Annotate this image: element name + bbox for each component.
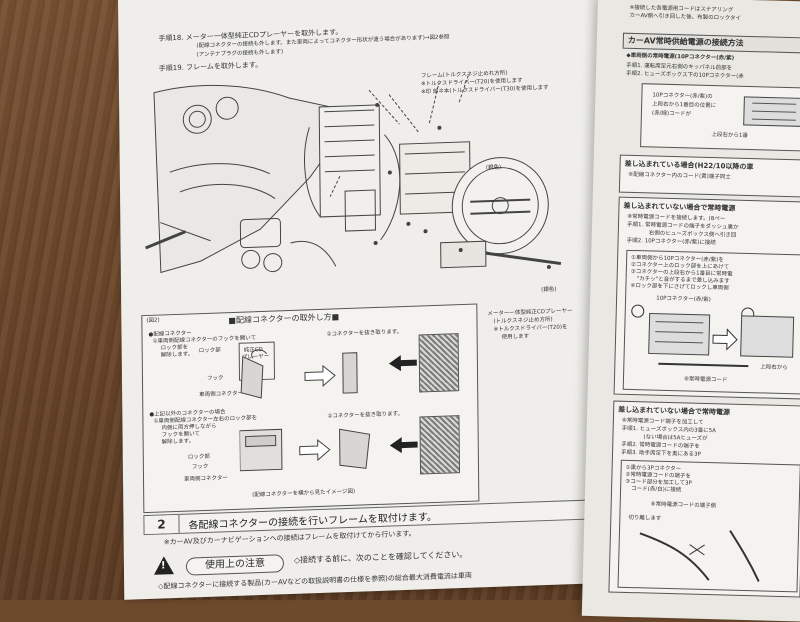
- lock-label-2: ロック部: [187, 453, 210, 461]
- connector-illustration-2: [239, 428, 371, 472]
- rp-cord-end-label: ⑧常時電源コードの端子側: [650, 501, 717, 510]
- step18-line3: (アンテナプラグの接続も外します): [196, 49, 284, 59]
- hook-label: フック: [206, 375, 224, 382]
- rp-steps-5: ④ロック部を下にさげてロックし車両側: [630, 282, 729, 292]
- caution-bar: 使用上の注意 ◇接続する前に、次のことを確認してください。: [144, 541, 592, 579]
- rp-steps-box: ①車両側から10Pコネクター(赤/紫)を ②コネクター上のロック部を上にあけて …: [622, 249, 800, 395]
- rp-not-inserted2-title: 差し込まれていない場合で常時電源: [618, 405, 731, 417]
- pull-label-1: ②コネクターを抜き取ります。: [326, 329, 403, 338]
- rp-title: カーAV常時供給電源の接続方法: [627, 35, 744, 48]
- rp-inset-box: 10Pコネクター(赤/紫)の 上段右から1番目の位置に (赤/緑)コードが 上段…: [640, 83, 800, 152]
- hook-label-2: フック: [191, 463, 209, 471]
- rp-cut-label: 切り離します: [628, 514, 662, 522]
- rp-inset-line-4: 上段右から1番: [711, 132, 748, 139]
- manual-left-page: 手順18. メーター一体型純正CDプレーヤーを取外します。 (配線コネクターの接…: [118, 0, 617, 600]
- rp-not-inserted-title: 差し込まれていない場合で常時電源: [623, 201, 736, 213]
- exploded-dashboard-illustration: [145, 73, 562, 274]
- figure-2-box: (図2) ■配線コネクターの取外し方■ ●配線コネクター ①車両側配線コネクター…: [141, 303, 480, 514]
- caution-text: ◇接続する前に、次のことを確認してください。: [293, 549, 468, 565]
- rp-top-right-label: 上段右から: [760, 364, 788, 372]
- rp-inserted-text: ⑥配線コネクター内のコード(黄)端子同士: [628, 171, 731, 181]
- rp-inserted-box: 差し込まれている場合(H22/10以降の車 ⑥配線コネクター内のコード(黄)端子…: [618, 154, 800, 198]
- rp-sub-1: ◆車両側の常時電源(10Pコネクター(赤/紫): [626, 52, 735, 62]
- figure-2-label: (図2): [146, 317, 160, 325]
- vehicle-connector-label-2: 車両側コネクター: [184, 475, 228, 483]
- silver-label-top: (銀色): [485, 164, 502, 172]
- rp-title-bar: カーAV常時供給電源の接続方法: [622, 32, 800, 54]
- lock-label: ロック部: [198, 347, 221, 355]
- rp-not-inserted2-box: 差し込まれていない場合で常時電源 ⑧常時電源コード端子を加工して 手順1. ヒュ…: [608, 400, 800, 598]
- connector-text-2d: 解除します。: [161, 438, 195, 446]
- section-number: 2: [144, 514, 180, 535]
- meter-callout-3: ※トルクスドライバー(T20)を: [493, 324, 568, 333]
- connector-steps-illustration: [631, 304, 795, 368]
- rp-inset-line-3: (赤/緑)コードが: [651, 110, 692, 118]
- rp-n2-steps-box: ①黒から3Pコネクター ②常時電源コードの端子を ③コード部分を加工して3P コ…: [617, 459, 800, 593]
- rp-inset-line-1: 10Pコネクター(赤/紫)の: [652, 92, 713, 101]
- figure-2-title: ■配線コネクターの取外し方■: [228, 312, 340, 326]
- warning-icon: [153, 556, 175, 575]
- arrow-left-icon: [388, 355, 417, 372]
- cord-cut-illustration: [639, 530, 760, 582]
- rp-top-line-2: カーAV側へ引き回した後、布製のロックタイ: [629, 12, 742, 22]
- side-view-caption: (配線コネクターを横から見たイメージ図): [252, 488, 356, 499]
- rp-inserted-title: 差し込まれている場合(H22/10以降の車: [624, 159, 754, 172]
- connector-diagram-icon: [743, 96, 800, 127]
- rp-not-inserted-4: 手順2. 10Pコネクター(赤/紫)に接続: [626, 237, 716, 247]
- caution-label: 使用上の注意: [185, 554, 285, 576]
- manual-right-page: ※接続した各電源用コードはステアリング カーAV側へ引き回した後、布製のロックタ…: [581, 0, 800, 622]
- connector-illustration-1: [240, 349, 358, 399]
- cd-player-hatched-2: [419, 415, 461, 475]
- rp-n2-9: コード(赤/白)に接続: [631, 486, 682, 494]
- rp-constant-cord: ⑧常時電源コード: [683, 376, 728, 384]
- rp-connector-label: 10Pコネクター(赤/紫): [656, 295, 711, 304]
- rp-inset-line-2: 上段右から1番目の位置に: [652, 101, 717, 110]
- cd-player-hatched-1: [418, 333, 460, 393]
- rp-not-inserted-box: 差し込まれていない場合で常時電源 ⑧常時電源コードを接続します。(8ペー 手順1…: [613, 196, 800, 400]
- section-2-text: 各配線コネクターの接続を行いフレームを取付けます。: [188, 511, 437, 532]
- arrow-left-icon: [389, 437, 418, 454]
- meter-callout-4: 使用します: [501, 333, 530, 341]
- silver-label-bottom: (銀色): [541, 286, 557, 294]
- pull-label-2: ②コネクターを抜き取ります。: [327, 411, 404, 420]
- connector-text-1c: 解除します。: [160, 351, 194, 359]
- rp-n2-2: 手順1. ヒューズボックス内の3番に5A: [621, 425, 717, 435]
- rp-n2-5: 手順3. 助手席足下を奥にある3P: [620, 449, 701, 458]
